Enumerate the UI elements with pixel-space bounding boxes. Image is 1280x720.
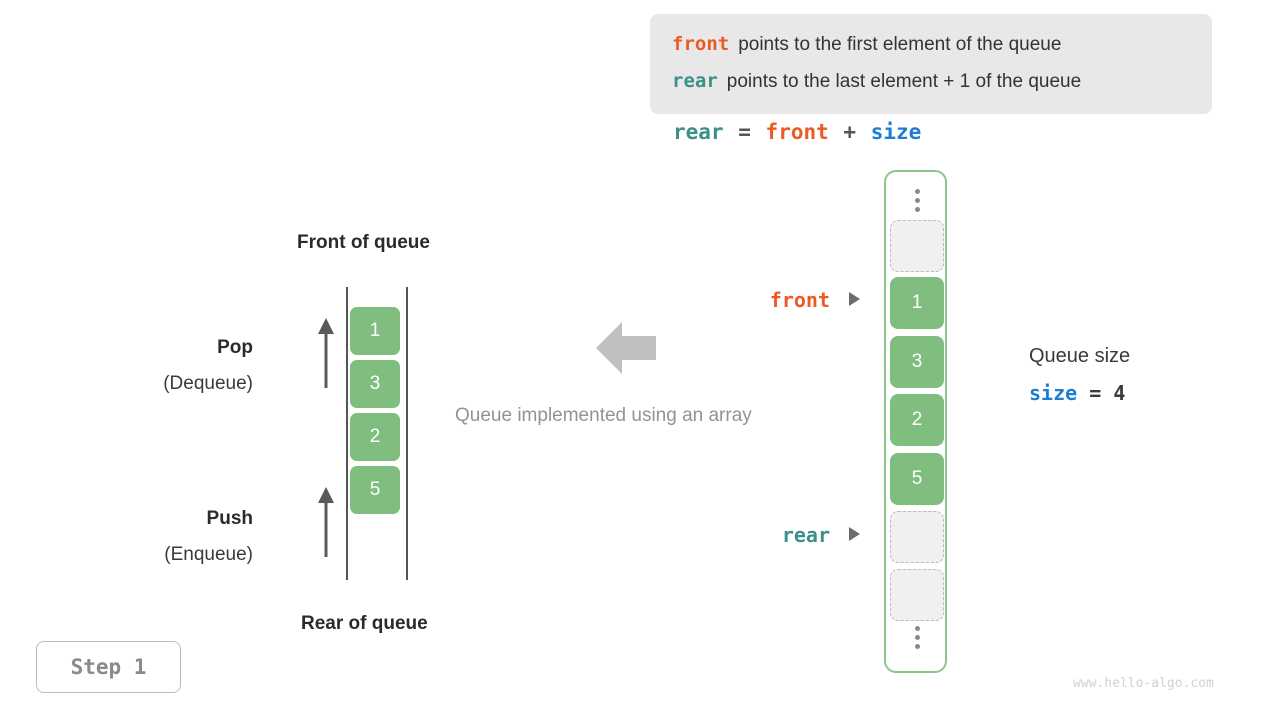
dequeue-label: (Dequeue)	[163, 373, 253, 394]
rear-pointer-arrow-icon	[849, 527, 860, 541]
pointer-legend-box: front points to the first element of the …	[650, 14, 1212, 114]
formula-equals: =	[738, 120, 751, 144]
array-cell-filled: 1	[890, 277, 944, 329]
array-cell-filled: 5	[890, 453, 944, 505]
front-pointer-arrow-icon	[849, 292, 860, 306]
size-variable: size	[1029, 381, 1078, 405]
queue-cell: 3	[350, 360, 400, 408]
queue-channel-line-right	[406, 287, 408, 580]
front-keyword: front	[672, 33, 730, 55]
queue-size-title: Queue size	[1029, 345, 1131, 367]
rear-pointer-label: rear	[781, 523, 830, 547]
size-equals: =	[1089, 381, 1102, 405]
pop-label: Pop	[217, 337, 253, 358]
array-cell-empty	[890, 569, 944, 621]
rear-keyword: rear	[672, 70, 718, 92]
front-pointer-label: front	[769, 288, 830, 312]
array-container: 1 3 2 5	[884, 170, 947, 673]
rear-of-queue-label: Rear of queue	[301, 613, 428, 634]
array-cell-empty	[890, 220, 944, 272]
formula-front: front	[765, 120, 829, 144]
implementation-arrow-left-icon	[596, 322, 656, 374]
queue-cell: 5	[350, 466, 400, 514]
queue-cell: 2	[350, 413, 400, 461]
rear-formula: rear = front + size	[672, 120, 922, 144]
queue-size-expression: size = 4	[1029, 381, 1125, 405]
pop-up-arrow-icon	[318, 318, 334, 388]
queue-channel-line-left	[346, 287, 348, 580]
formula-size: size	[870, 120, 922, 144]
legend-line-front: front points to the first element of the …	[672, 26, 1190, 63]
ellipsis-top-icon	[886, 185, 949, 212]
queue-cell: 1	[350, 307, 400, 355]
array-cell-filled: 2	[890, 394, 944, 446]
formula-plus: +	[843, 120, 857, 144]
push-up-arrow-icon	[318, 487, 334, 557]
diagram-caption: Queue implemented using an array	[455, 405, 752, 426]
rear-description: points to the last element + 1 of the qu…	[726, 71, 1082, 92]
array-cell-filled: 3	[890, 336, 944, 388]
front-of-queue-label: Front of queue	[297, 232, 430, 253]
push-label: Push	[206, 508, 253, 529]
array-cell-empty	[890, 511, 944, 563]
step-badge: Step 1	[36, 641, 181, 693]
front-description: points to the first element of the queue	[738, 34, 1062, 55]
enqueue-label: (Enqueue)	[164, 544, 253, 565]
legend-line-rear: rear points to the last element + 1 of th…	[672, 63, 1190, 100]
size-value: 4	[1113, 381, 1126, 405]
ellipsis-bottom-icon	[886, 622, 949, 649]
watermark: www.hello-algo.com	[1073, 676, 1214, 691]
formula-rear: rear	[673, 120, 724, 144]
